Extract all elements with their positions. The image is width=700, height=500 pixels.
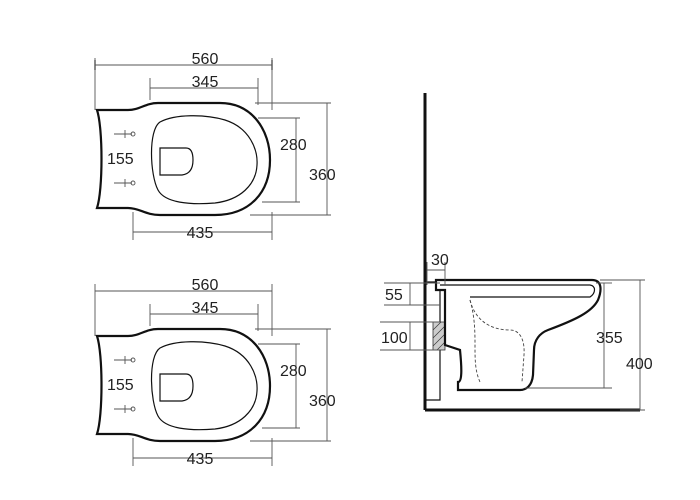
rim-height-label: 355 [596,330,623,347]
wall-gap-label: 30 [431,252,449,269]
inlet-height-label: 55 [385,287,403,304]
total-height-label: 400 [626,356,653,373]
top-bowl-width-label: 345 [192,74,219,91]
bottom-seat-depth-label: 280 [280,363,307,380]
top-overall-width-label: 560 [192,51,219,68]
bottom-fixing-centres-label: 155 [107,377,134,394]
top-plan-view: 560 345 435 155 280 360 [94,51,336,242]
pan-body [434,278,602,392]
bottom-plan-seat [150,341,258,431]
bottom-plan-cutout [159,373,194,402]
top-plan-seat [150,115,258,205]
top-plan-fixing-marks [114,130,136,187]
top-plan-outline [95,101,272,217]
bottom-plan-view: 560 345 435 155 280 360 [94,277,336,468]
side-elevation-view: 30 55 100 355 400 [380,93,653,412]
top-plan-cutout [159,147,194,176]
top-seat-depth-label: 280 [280,137,307,154]
pan-rim [440,284,596,298]
bowl-interior [469,299,525,383]
top-base-width-label: 435 [187,225,214,242]
top-overall-depth-label: 360 [309,167,336,184]
bottom-bowl-width-label: 345 [192,300,219,317]
outlet-height-label: 100 [381,330,408,347]
bottom-base-width-label: 435 [187,451,214,468]
bottom-overall-width-label: 560 [192,277,219,294]
bottom-plan-fixing-marks [114,356,136,413]
top-fixing-centres-label: 155 [107,151,134,168]
bottom-overall-depth-label: 360 [309,393,336,410]
bottom-plan-outline [95,327,272,443]
